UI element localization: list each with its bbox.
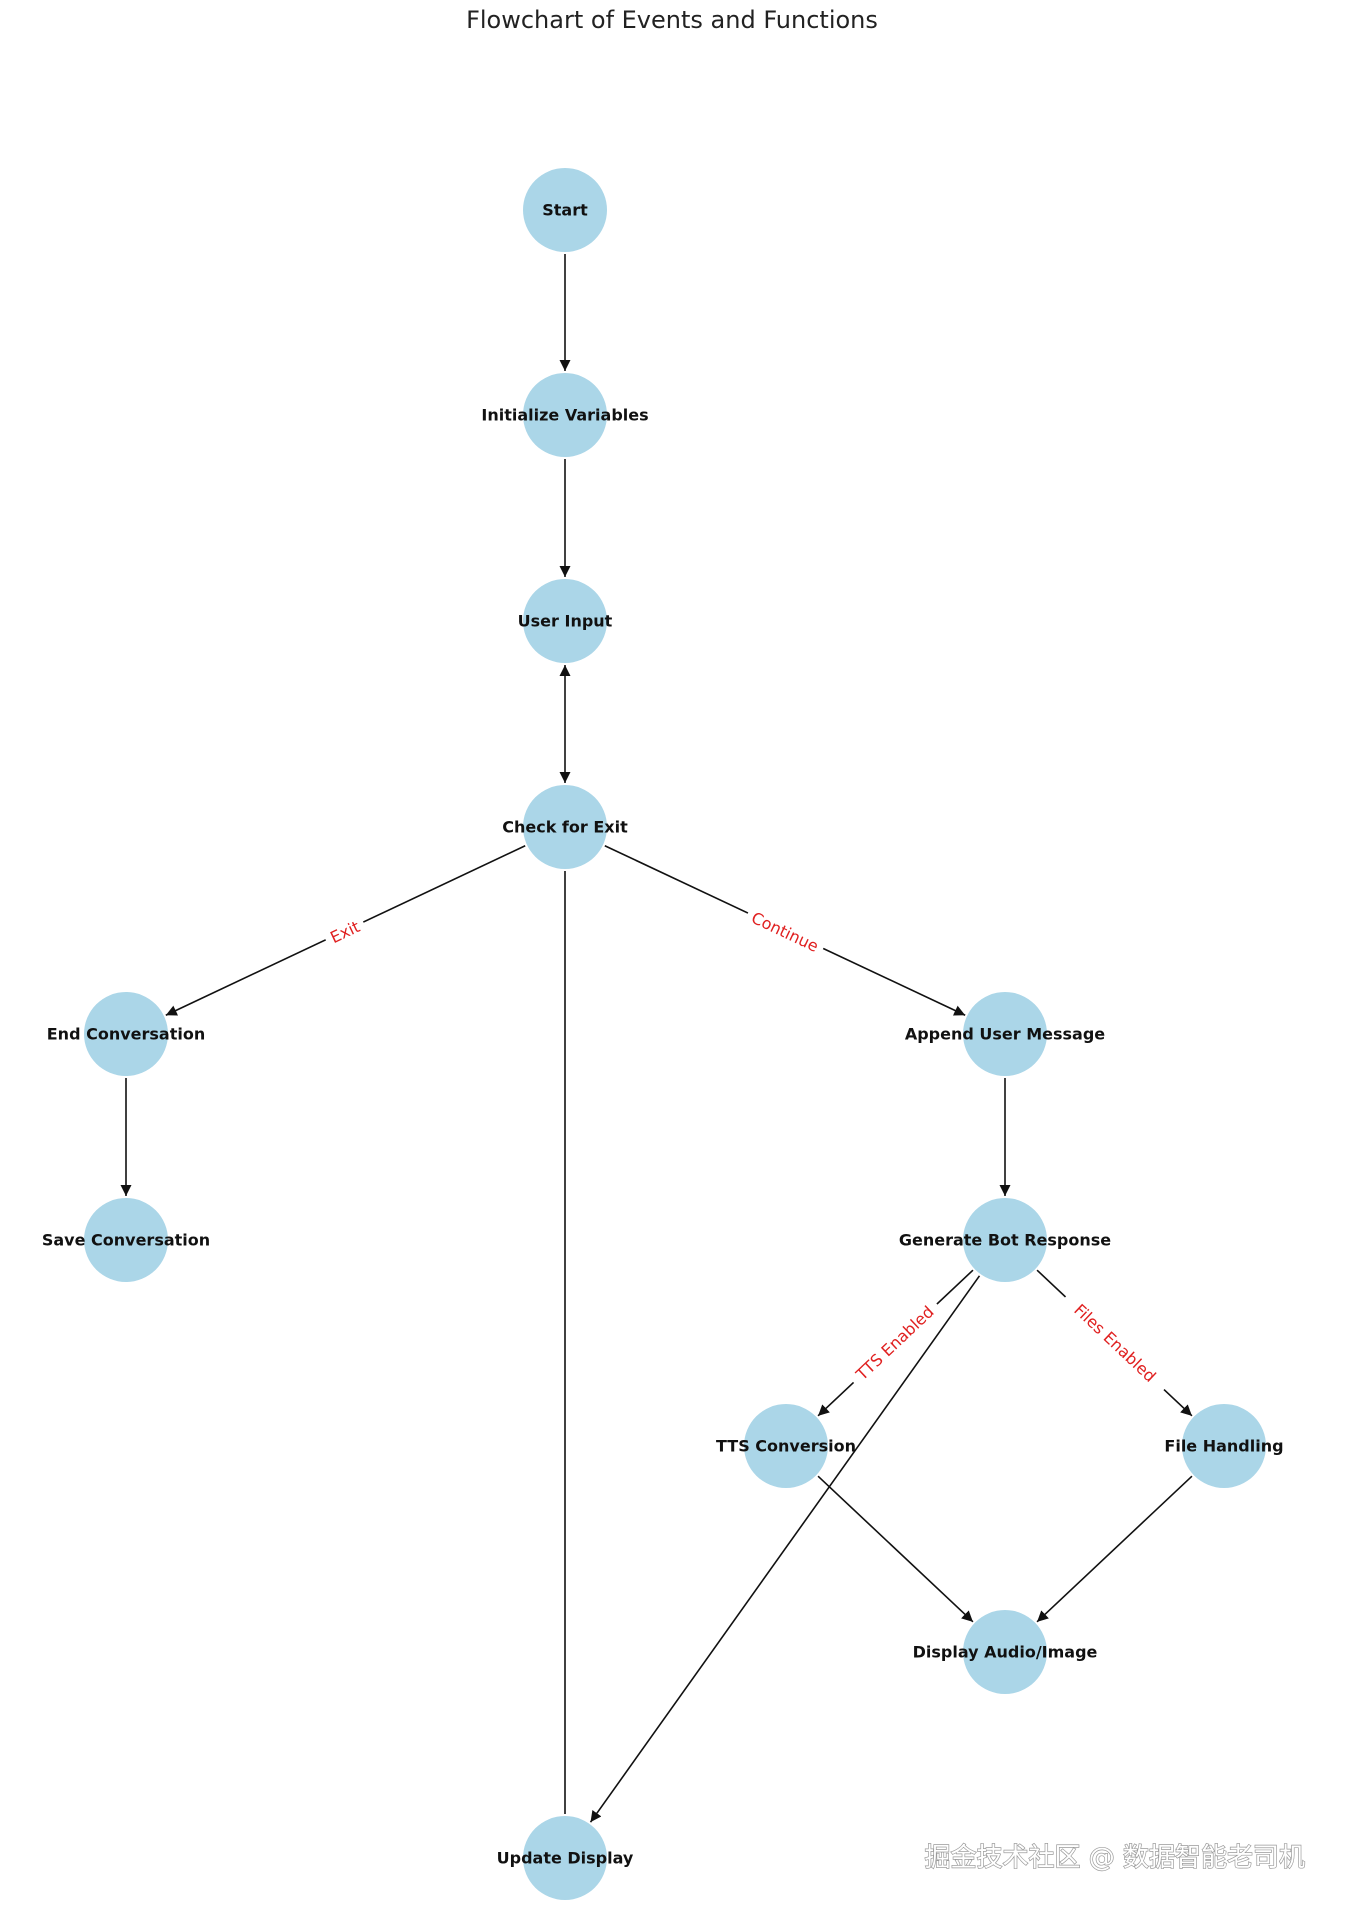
node-tts: TTS Conversion [716,1404,856,1488]
node-label-files: File Handling [1164,1437,1283,1456]
node-circle-end [84,992,168,1076]
node-circle-save [84,1198,168,1282]
edge-files-to-display_media [1036,1475,1193,1623]
node-label-generate: Generate Bot Response [899,1231,1111,1250]
node-label-tts: TTS Conversion [716,1437,856,1456]
node-update: Update Display [497,1816,634,1900]
edge-tts-to-display_media [817,1475,974,1623]
node-label-start: Start [542,201,588,220]
node-generate: Generate Bot Response [899,1198,1111,1282]
node-check: Check for Exit [502,785,628,869]
node-save: Save Conversation [42,1198,210,1282]
edge-label-generate-to-files: Files Enabled [1070,1300,1159,1386]
node-label-end: End Conversation [47,1025,205,1044]
chart-title: Flowchart of Events and Functions [466,6,878,34]
node-circle-init [523,373,607,457]
node-circle-display_media [963,1610,1047,1694]
node-display_media: Display Audio/Image [913,1610,1098,1694]
node-circle-input [523,579,607,663]
node-circle-generate [963,1198,1047,1282]
node-append: Append User Message [905,992,1105,1076]
edge-label-generate-to-tts: TTS Enabled [852,1302,938,1384]
node-circle-append [963,992,1047,1076]
node-input: User Input [518,579,613,663]
watermark-text: 掘金技术社区 @ 数据智能老司机 [924,1843,1305,1873]
node-files: File Handling [1164,1404,1284,1488]
node-label-display_media: Display Audio/Image [913,1643,1098,1662]
edge-label-bg-check-to-end [321,914,369,950]
edge-label-bg-generate-to-files [1058,1289,1172,1397]
edge-label-check-to-append: Continue [748,908,821,956]
node-circle-update [523,1816,607,1900]
edge-label-bg-check-to-append [743,905,827,959]
node-circle-tts [744,1404,828,1488]
node-circle-check [523,785,607,869]
edge-generate-to-update [589,1275,981,1823]
node-circle-files [1182,1404,1266,1488]
node-label-update: Update Display [497,1849,634,1868]
node-label-append: Append User Message [905,1025,1105,1044]
node-label-save: Save Conversation [42,1231,210,1250]
node-label-init: Initialize Variables [481,406,648,425]
node-label-input: User Input [518,612,613,631]
node-init: Initialize Variables [481,373,649,457]
edge-label-bg-generate-to-tts [846,1296,944,1390]
node-circle-start [523,168,607,252]
node-label-check: Check for Exit [502,818,628,837]
node-end: End Conversation [47,992,205,1076]
node-start: Start [523,168,607,252]
